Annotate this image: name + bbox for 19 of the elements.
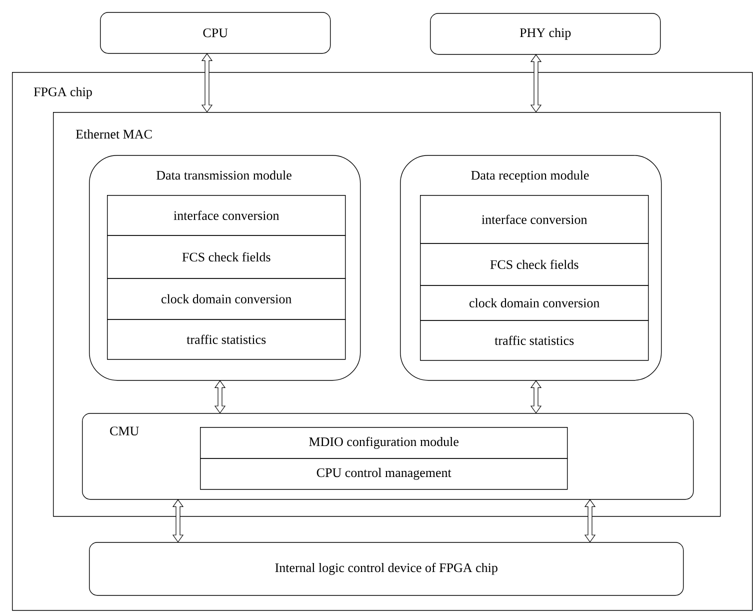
double-arrow bbox=[530, 54, 542, 113]
table-row: FCS check fields bbox=[107, 235, 346, 279]
table-row: FCS check fields bbox=[420, 243, 649, 286]
table-row: interface conversion bbox=[420, 195, 649, 244]
table-row: MDIO configuration module bbox=[200, 426, 568, 459]
table-row: interface conversion bbox=[107, 195, 346, 236]
rounded-box: PHY chip bbox=[430, 13, 661, 55]
table-row: clock domain conversion bbox=[107, 278, 346, 320]
table-row: traffic statistics bbox=[420, 320, 649, 361]
table-row: traffic statistics bbox=[107, 319, 346, 360]
rounded-box: Internal logic control device of FPGA chip bbox=[89, 542, 684, 596]
double-arrow bbox=[214, 380, 226, 414]
double-arrow bbox=[530, 380, 542, 414]
double-arrow bbox=[201, 53, 213, 113]
double-arrow bbox=[584, 499, 596, 542]
table-row: clock domain conversion bbox=[420, 285, 649, 321]
double-arrow bbox=[172, 499, 184, 542]
rounded-box: CPU bbox=[100, 12, 331, 54]
table-row: CPU control management bbox=[200, 458, 568, 490]
